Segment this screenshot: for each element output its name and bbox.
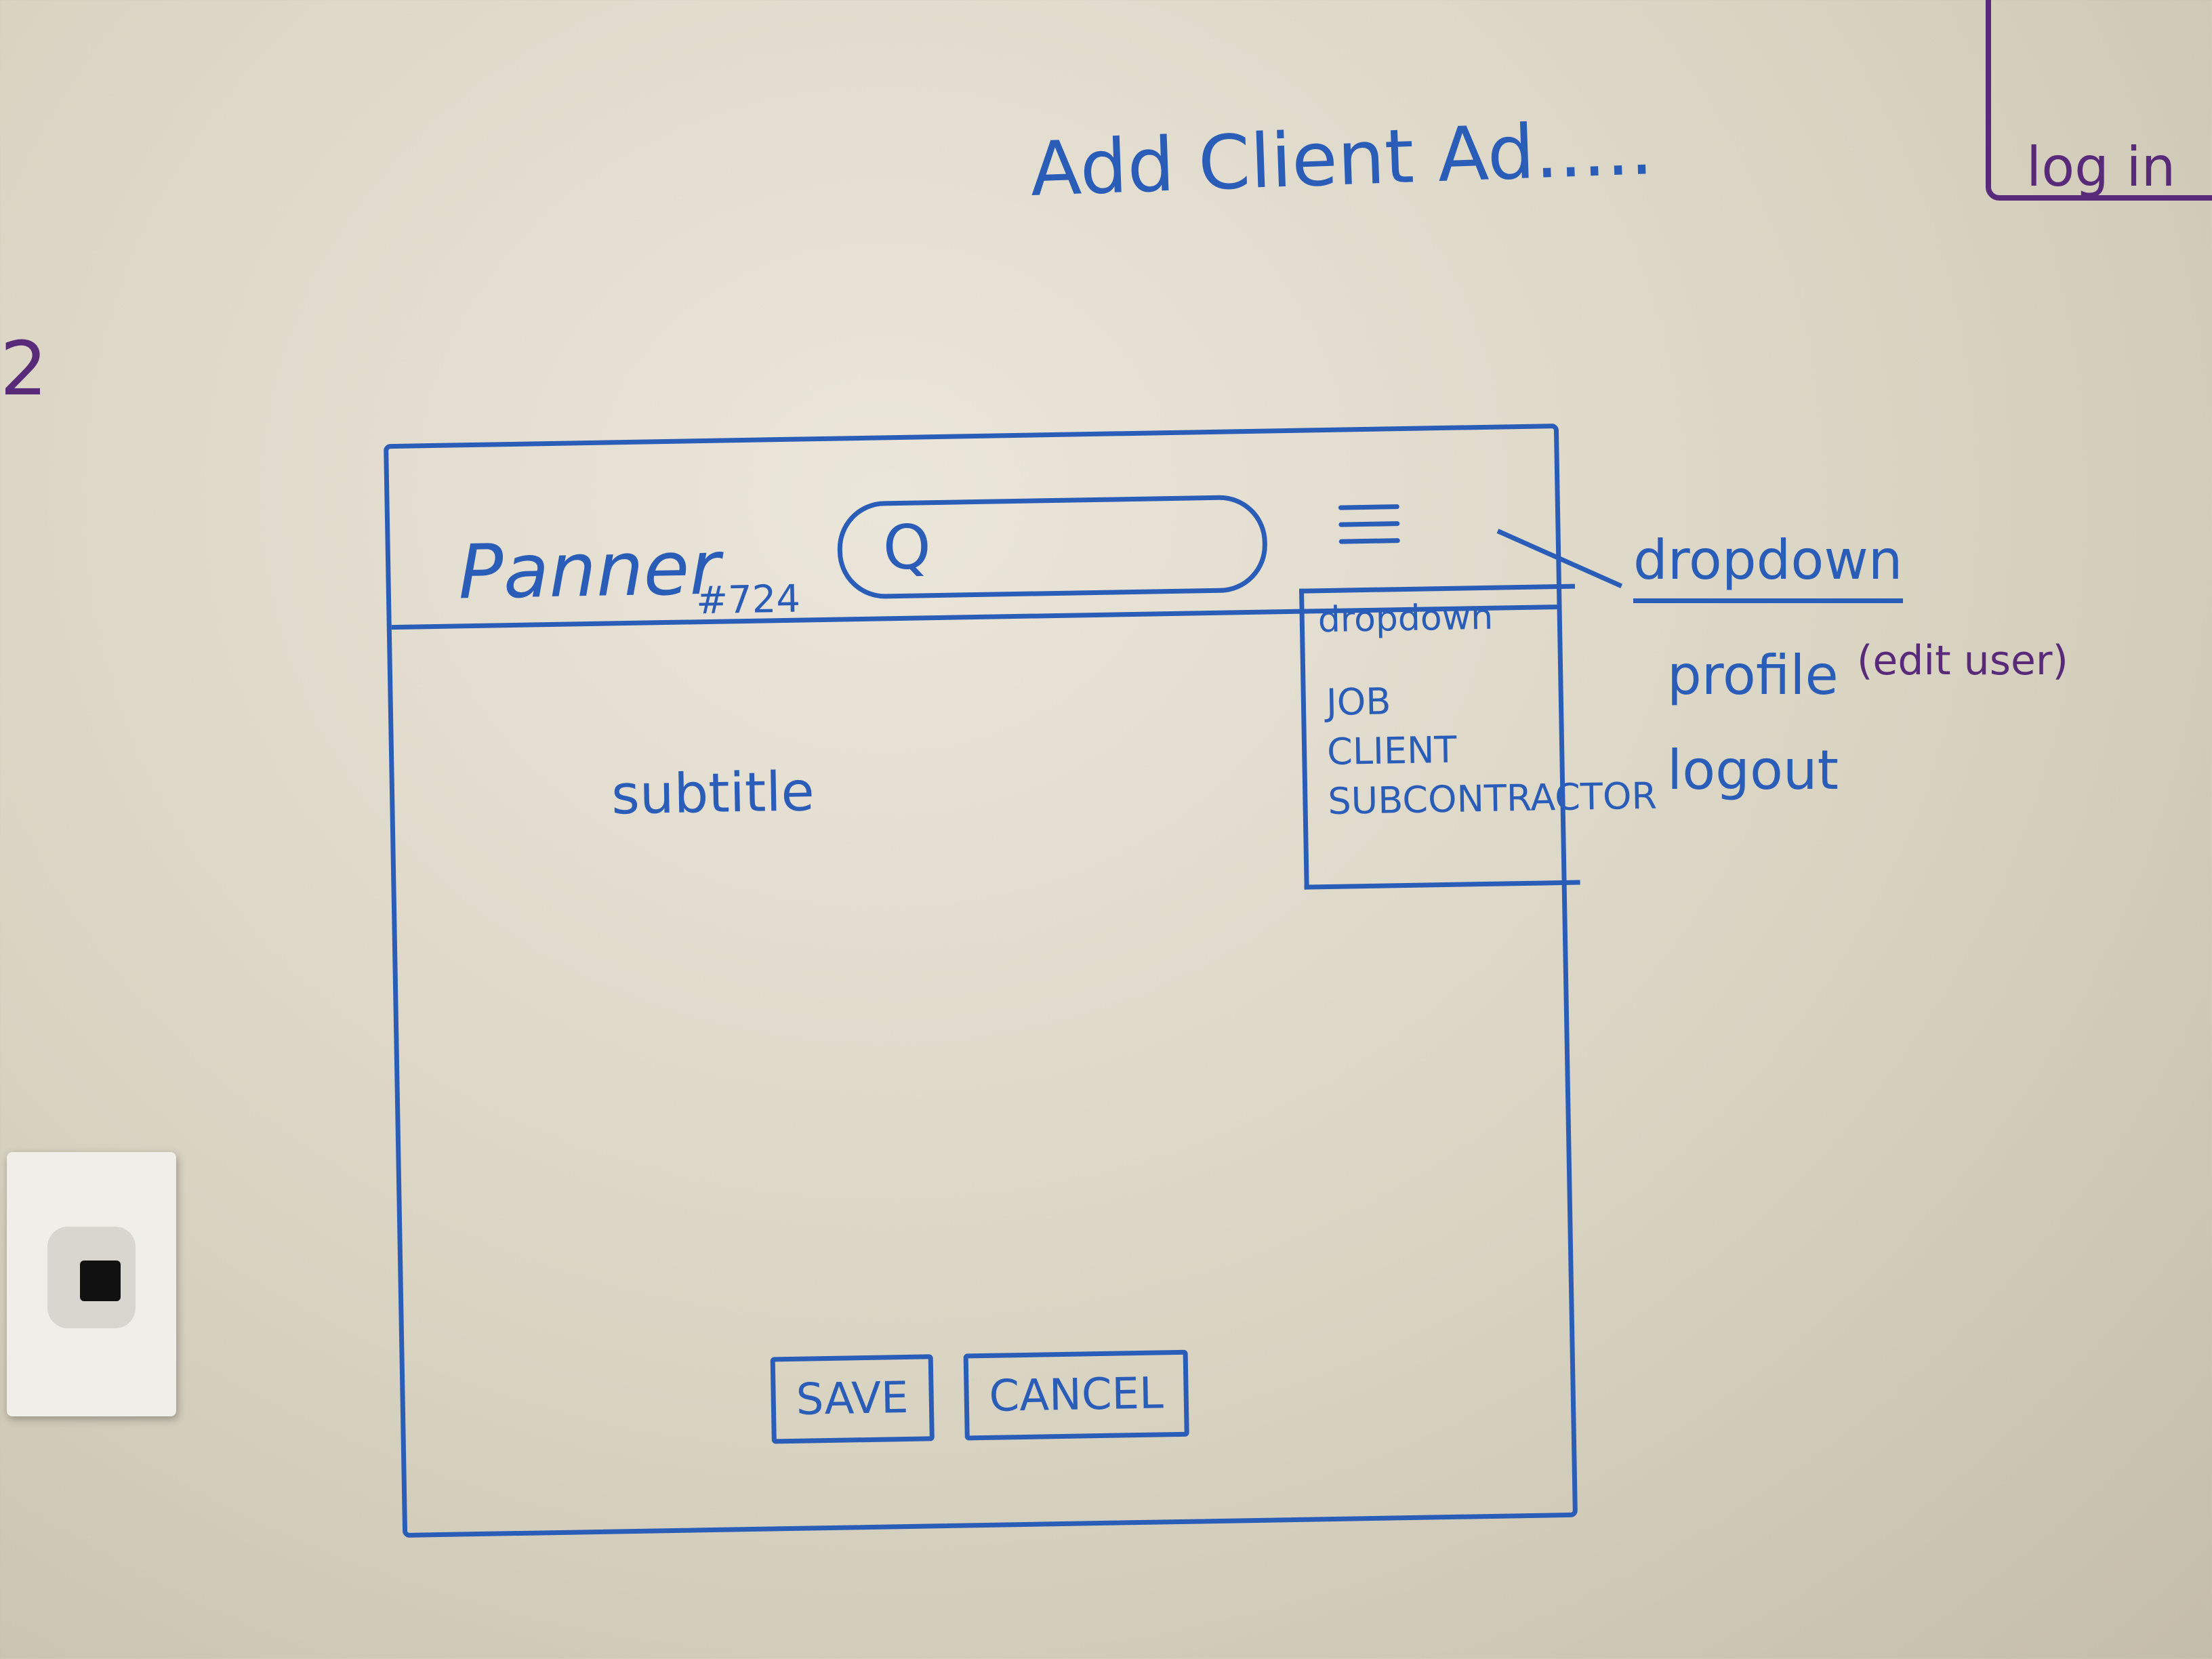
sketched-subtitle: subtitle — [611, 760, 815, 827]
sketched-button-row: SAVE CANCEL — [770, 1349, 1216, 1444]
annotation-profile: profile — [1667, 644, 1839, 707]
search-icon: Q — [882, 512, 932, 584]
login-text: log in — [2026, 136, 2176, 199]
whiteboard-title: Add Client Ad..... — [1029, 104, 1655, 213]
annotation-profile-note: (edit user) — [1857, 637, 2068, 684]
login-box-sketch — [1986, 0, 2212, 201]
outlet-plug — [80, 1261, 121, 1301]
sketched-window: Panner #724 Q dropdown JOB CLIENT SUBCON… — [384, 423, 1657, 1538]
outlet-socket — [47, 1227, 136, 1328]
annotation-dropdown: dropdown — [1633, 529, 1903, 603]
menu-item-client[interactable]: CLIENT — [1326, 728, 1457, 774]
wall-outlet — [7, 1152, 176, 1416]
sketched-search-bar[interactable]: Q — [836, 494, 1269, 600]
hamburger-menu-icon[interactable] — [1338, 492, 1401, 556]
annotation-logout: logout — [1667, 739, 1839, 802]
margin-number: 2 — [0, 325, 47, 412]
sketched-dropdown-menu: dropdown JOB CLIENT SUBCONTRACTOR — [1298, 583, 1657, 890]
sketched-logo-number: #724 — [695, 577, 801, 623]
cancel-button[interactable]: CANCEL — [963, 1349, 1189, 1441]
dropdown-menu-items: JOB CLIENT SUBCONTRACTOR — [1326, 676, 1657, 830]
menu-item-subcontractor[interactable]: SUBCONTRACTOR — [1327, 774, 1658, 823]
save-button[interactable]: SAVE — [770, 1354, 935, 1444]
menu-item-job[interactable]: JOB — [1326, 680, 1391, 724]
sketched-logo: Panner — [457, 524, 721, 616]
dropdown-menu-title: dropdown — [1317, 596, 1494, 641]
